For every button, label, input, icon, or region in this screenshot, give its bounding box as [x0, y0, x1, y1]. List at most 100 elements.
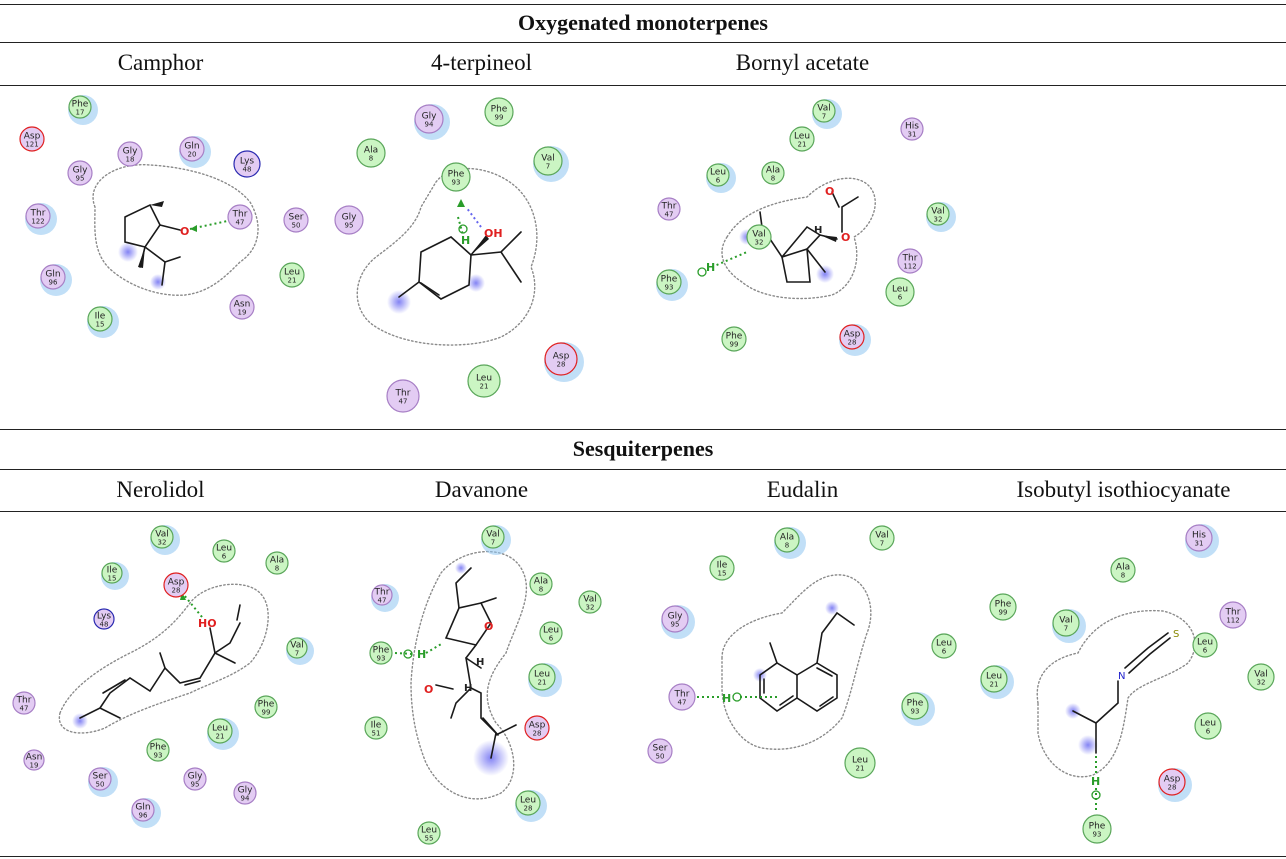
residue-name: Ser — [289, 213, 304, 223]
residue-number: 93 — [665, 284, 674, 292]
section-title-sesquiterpenes: Sesquiterpenes — [572, 436, 714, 461]
residue-number: 15 — [96, 321, 105, 329]
residue-name: Gly — [342, 213, 357, 223]
rule-bottom — [0, 856, 1286, 857]
hydrophobic-contact — [150, 274, 166, 290]
residue-name: Val — [1254, 670, 1267, 680]
residue-name: Asp — [553, 352, 570, 362]
residue-number: 21 — [538, 679, 547, 687]
residue-name: Gly — [123, 147, 138, 157]
rule-after-row-1-titles — [0, 85, 1286, 86]
residue-name: Asn — [234, 300, 251, 310]
residue-number: 7 — [546, 163, 550, 171]
residue-name: Ala — [270, 556, 284, 566]
residue-number: 32 — [755, 239, 764, 247]
residue-name: Phe — [726, 332, 743, 342]
residue-number: 47 — [20, 705, 29, 713]
4-terpineol-structure — [398, 231, 522, 300]
residue-number: 95 — [345, 222, 354, 230]
residue-name: Ser — [653, 744, 668, 754]
binding-pocket-outline — [410, 550, 527, 800]
residue-name: Leu — [986, 672, 1002, 682]
residue-number: 7 — [295, 650, 299, 658]
residue-name: Phe — [373, 646, 390, 656]
residue-number: 51 — [372, 730, 381, 738]
residue-number: 6 — [1206, 728, 1211, 736]
residue-number: 47 — [399, 398, 408, 406]
residue-name: Leu — [421, 826, 437, 836]
residue-name: Lys — [240, 157, 255, 167]
hydroxyl-label: HO — [198, 617, 217, 630]
residue-name: Val — [583, 595, 596, 605]
carbonyl-oxygen-label: O — [825, 185, 834, 198]
residue-name: Leu — [794, 132, 810, 142]
residue-name: Ile — [95, 312, 106, 322]
residue-name: Val — [817, 104, 830, 114]
residue-number: 47 — [678, 699, 687, 707]
residue-number: 99 — [495, 114, 504, 122]
residue-name: Leu — [284, 268, 300, 278]
residue-number: 48 — [100, 621, 109, 629]
residue-name: Leu — [543, 626, 559, 636]
residue-name: Ile — [717, 561, 728, 571]
residue-number: 112 — [903, 263, 916, 271]
residue-number: 55 — [425, 835, 434, 843]
residue-number: 6 — [898, 294, 903, 302]
residue-name: Lys — [97, 612, 112, 622]
residue-number: 93 — [911, 708, 920, 716]
residue-name: Leu — [1200, 719, 1216, 729]
residue-number: 28 — [172, 587, 181, 595]
residue-name: Thr — [902, 254, 918, 264]
residue-name: Val — [541, 154, 554, 164]
residue-number: 50 — [656, 753, 665, 761]
rule-after-section-1 — [0, 42, 1286, 43]
residue-number: 99 — [999, 609, 1008, 617]
hydrogen-label: H — [814, 225, 822, 236]
residue-number: 32 — [158, 539, 167, 547]
residue-name: Phe — [448, 170, 465, 180]
residue-name: Thr — [395, 389, 411, 399]
residue-name: Thr — [374, 588, 390, 598]
interaction-diagram-davanone: O O H H H Val7Ala8Val32Thr47Leu6Phe93Leu… — [364, 525, 602, 845]
hydrogen-label-hbond: H — [417, 648, 426, 661]
residue-number: 6 — [716, 177, 721, 185]
residue-number: 21 — [480, 383, 489, 391]
residue-number: 17 — [76, 109, 85, 117]
isobutyl-isothiocyanate-structure — [1072, 632, 1171, 754]
residue-name: Gly — [668, 612, 683, 622]
compound-name-4-terpineol: 4-terpineol — [431, 50, 532, 75]
rule-after-section-2 — [0, 469, 1286, 470]
hydrophobic-contact — [467, 274, 485, 292]
binding-pocket-outline — [356, 168, 538, 346]
